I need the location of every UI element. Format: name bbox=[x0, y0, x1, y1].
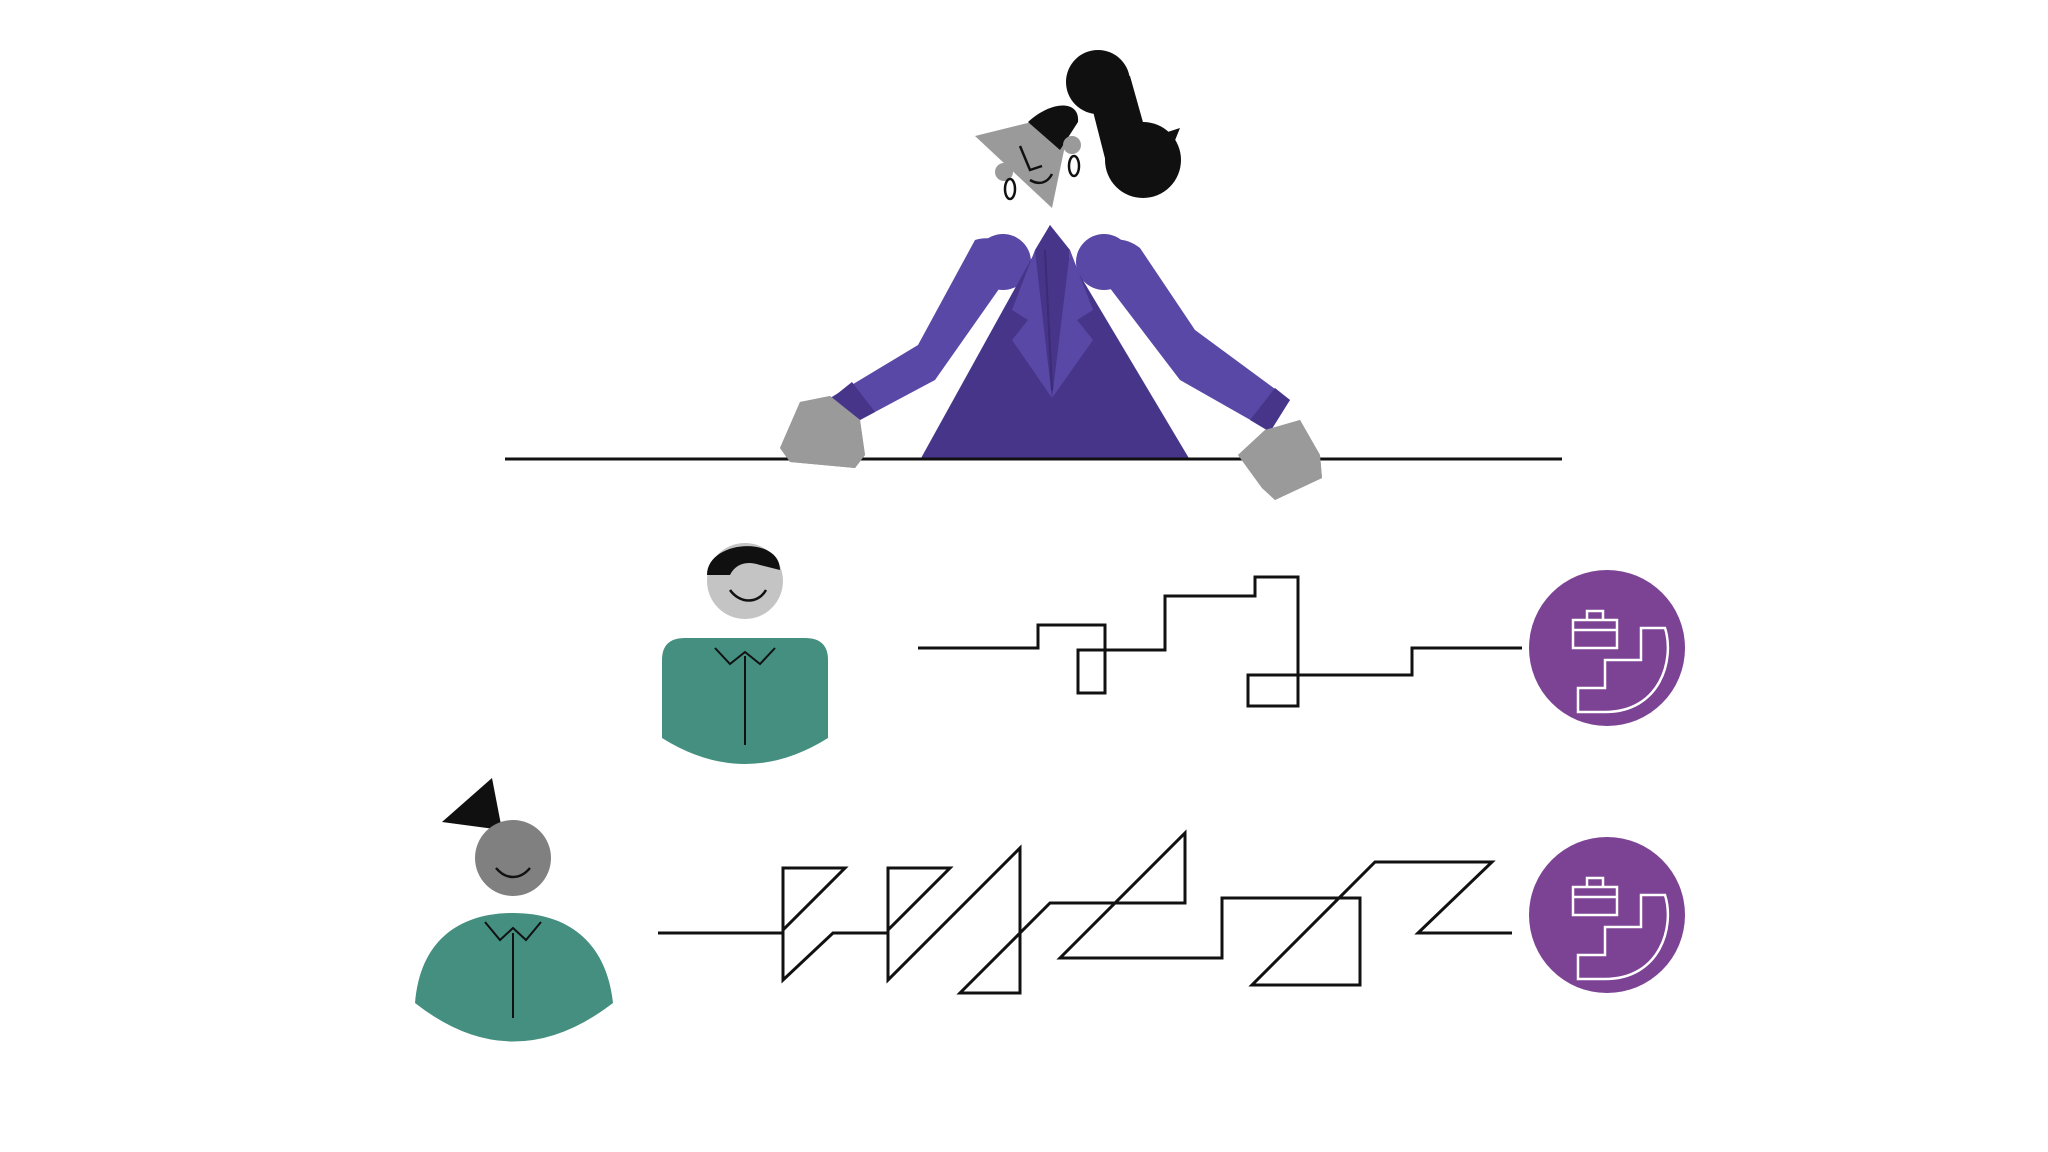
briefcase-staircase-icon bbox=[1571, 609, 1670, 714]
career-path-line-1 bbox=[918, 575, 1522, 708]
career-badge-1 bbox=[1529, 570, 1685, 726]
briefcase-staircase-icon bbox=[1571, 876, 1670, 981]
employee-2-bun bbox=[442, 778, 502, 830]
career-path-line-2 bbox=[658, 829, 1512, 995]
employee-2-head bbox=[475, 820, 551, 896]
employee-2-figure bbox=[415, 778, 613, 1042]
ponytail bbox=[1066, 50, 1181, 198]
manager-right-arm bbox=[1090, 239, 1290, 430]
career-badge-2 bbox=[1529, 837, 1685, 993]
employee-1-figure bbox=[662, 543, 828, 764]
employee-1-hair bbox=[707, 546, 780, 575]
manager-left-arm bbox=[830, 238, 1018, 420]
